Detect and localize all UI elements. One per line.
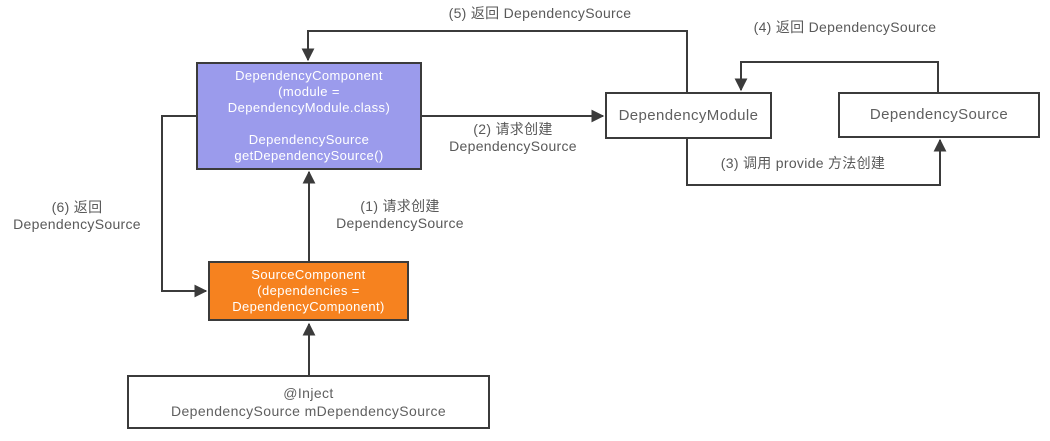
node-dependency-component: DependencyComponent (module = Dependency…: [196, 62, 422, 170]
edge-label-step2: (2) 请求创建 DependencySource: [449, 121, 577, 154]
edge-label-step5: (5) 返回 DependencySource: [448, 5, 632, 21]
node-inject-field: @Inject DependencySource mDependencySour…: [127, 375, 490, 429]
edge-label-step3: (3) 调用 provide 方法创建: [720, 155, 886, 171]
edge-label-step6: (6) 返回 DependencySource: [13, 199, 141, 232]
node-dependency-module: DependencyModule: [605, 92, 772, 139]
node-source-component: SourceComponent (dependencies = Dependen…: [208, 261, 409, 321]
edge-label-step1: (1) 请求创建 DependencySource: [336, 198, 464, 231]
arrow-step4: [734, 61, 939, 92]
node-dependency-source: DependencySource: [838, 92, 1040, 138]
edge-label-step4: (4) 返回 DependencySource: [753, 19, 937, 35]
